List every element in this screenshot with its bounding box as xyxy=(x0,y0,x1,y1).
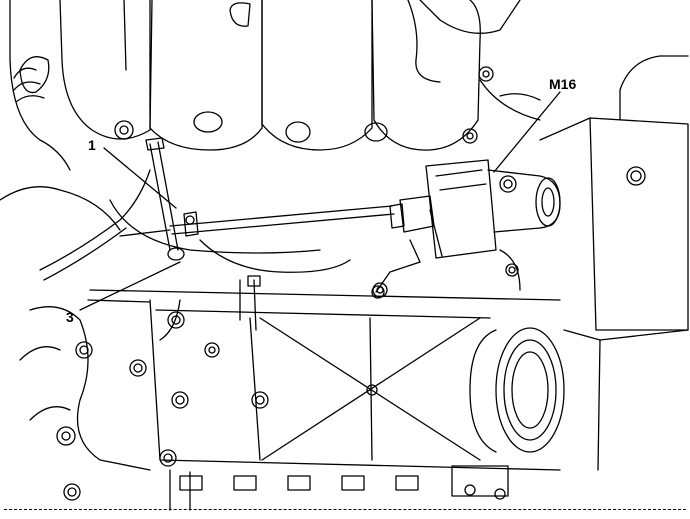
dashed-border-line xyxy=(4,509,686,510)
bolt-heads xyxy=(56,66,519,501)
intake-manifold xyxy=(0,0,481,231)
pulley xyxy=(469,327,601,453)
engine-block xyxy=(19,289,561,471)
actuator-m16 xyxy=(371,159,561,299)
side-panel xyxy=(419,0,689,471)
callout-label-m16: M16 xyxy=(549,76,577,92)
leader-lines xyxy=(79,91,561,311)
callout-label-3: 3 xyxy=(66,309,74,325)
hoses xyxy=(39,79,541,331)
callout-label-1: 1 xyxy=(88,137,96,153)
bottom-bolts xyxy=(169,465,509,511)
linkage-rod xyxy=(119,137,395,261)
